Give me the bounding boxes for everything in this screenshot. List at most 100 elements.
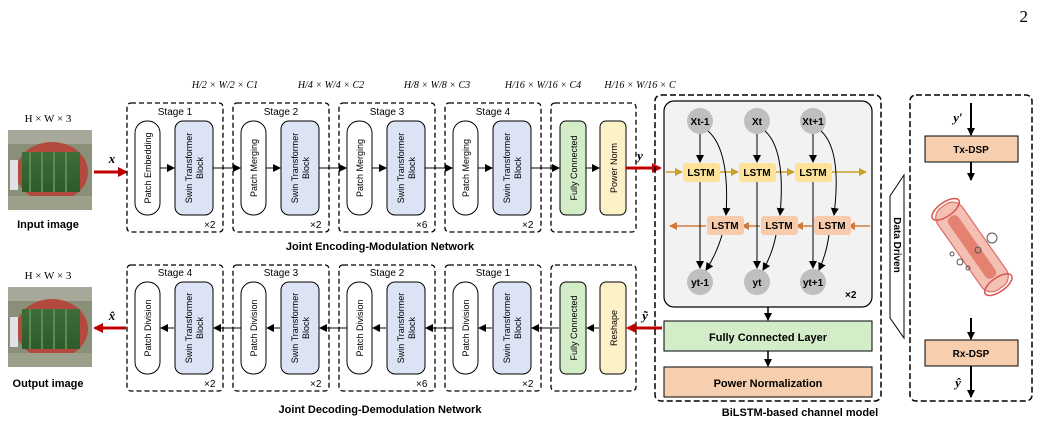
dec-stage-3-label: Stage 3 <box>264 268 299 279</box>
data-driven-indicator: Data Driven <box>889 173 905 340</box>
bwd-out-2 <box>762 234 777 271</box>
power-normalization <box>663 366 873 398</box>
channel-model: Xt-1 Xt Xt+1 LSTM LSTM LSTM LSTM LSTM LS… <box>654 94 882 419</box>
enc-power-norm-label: Power Norm <box>609 143 619 193</box>
fiber-icon <box>931 197 1013 297</box>
encoder-dim-3: H/8 × W/8 × C3 <box>403 80 470 91</box>
enc-stage-4-second-label: Swin TransformerBlock <box>502 133 523 204</box>
encoder-network: H/2 × W/2 × C1 H/4 × W/4 × C2 H/8 × W/8 … <box>126 80 676 253</box>
in-curve-1 <box>707 130 731 216</box>
bwd-out-3 <box>818 234 830 271</box>
output-node-2 <box>744 269 770 295</box>
dec-stage-2-second-label: Swin TransformerBlock <box>396 293 417 364</box>
bwd-lstm-2 <box>761 216 798 235</box>
physical-channel: y′ Tx-DSP Rx-DSP ŷ <box>909 94 1033 402</box>
dec-stage-3-second <box>280 281 320 375</box>
dec-fc-label: Fully Connected <box>569 295 579 360</box>
enc-stage-2-second-label: Swin TransformerBlock <box>290 133 311 204</box>
enc-stage-1-second <box>174 120 214 216</box>
fc-layer <box>663 320 873 352</box>
dec-stage-1-first-label: Patch Division <box>461 299 471 356</box>
decoder-network: Stage 4 Patch Division Swin TransformerB… <box>126 264 637 416</box>
dec-stage-3-first-label: Patch Division <box>249 299 259 356</box>
bwd-lstm-3 <box>814 216 851 235</box>
fwd-lstm-2 <box>739 163 776 182</box>
dec-reshape-label: Reshape <box>609 310 619 346</box>
input-node-3 <box>800 108 826 134</box>
dec-stage-4-label: Stage 4 <box>158 268 193 279</box>
enc-fc-label: Fully Connected <box>569 135 579 200</box>
dec-stage-4-first-label: Patch Division <box>143 299 153 356</box>
tx-dsp-label: Tx-DSP <box>953 145 989 156</box>
input-node-1-label: Xt-1 <box>691 117 710 128</box>
bwd-lstm-2-label: LSTM <box>765 221 792 232</box>
encoder-dim-norm: H/16 × W/16 × C <box>603 80 676 91</box>
enc-stage-1-repeat: ×2 <box>204 220 216 231</box>
encoder-dim-2: H/4 × W/4 × C2 <box>297 80 364 91</box>
physical-top-signal: y′ <box>951 110 963 125</box>
dec-stage-1-second <box>492 281 532 375</box>
dec-stage-1-label: Stage 1 <box>476 268 511 279</box>
data-driven-label: Data Driven <box>891 217 902 273</box>
output-node-1-label: yt-1 <box>691 278 709 289</box>
dec-stage-3-second-label: Swin TransformerBlock <box>290 293 311 364</box>
input-node-2-label: Xt <box>752 117 763 128</box>
output-node-3-label: yt+1 <box>803 278 824 289</box>
encoder-title: Joint Encoding-Modulation Network <box>286 241 475 253</box>
output-caption: Output image <box>13 378 84 390</box>
enc-stage-4-first-label: Patch Merging <box>461 139 471 197</box>
physical-box <box>909 94 1033 402</box>
in-curve-3 <box>820 130 839 216</box>
channel-outer-box <box>654 94 882 402</box>
dec-stage-4-second-label: Swin TransformerBlock <box>184 293 205 364</box>
output-node-3 <box>800 269 826 295</box>
fwd-lstm-3-label: LSTM <box>799 168 826 179</box>
physical-bottom-signal: ŷ <box>953 375 961 390</box>
enc-stage-4-label: Stage 4 <box>476 107 511 118</box>
input-node-3-label: Xt+1 <box>802 117 824 128</box>
dec-stage-4-repeat: ×2 <box>204 379 216 390</box>
dec-input-signal: ỹ <box>640 308 649 323</box>
fwd-lstm-1-label: LSTM <box>687 168 714 179</box>
fwd-lstm-1 <box>683 163 720 182</box>
enc-stage-2-label: Stage 2 <box>264 107 299 118</box>
input-signal: x <box>108 151 116 166</box>
dec-stage-2-label: Stage 2 <box>370 268 405 279</box>
tx-dsp <box>924 135 1019 163</box>
bwd-lstm-3-label: LSTM <box>818 221 845 232</box>
bwd-out-1 <box>705 234 723 271</box>
enc-stage-3-first-label: Patch Merging <box>355 139 365 197</box>
dec-stage-1-second-label: Swin TransformerBlock <box>502 293 523 364</box>
enc-stage-2-repeat: ×2 <box>310 220 322 231</box>
bwd-lstm-1 <box>707 216 744 235</box>
output-node-2-label: yt <box>753 278 763 289</box>
output-signal: x̂ <box>108 308 116 323</box>
decoder-title: Joint Decoding-Demodulation Network <box>279 404 483 416</box>
page-number: 2 <box>1020 7 1029 26</box>
dec-stage-2-repeat: ×6 <box>416 379 428 390</box>
output-dim-label: H × W × 3 <box>25 270 72 282</box>
enc-stage-3-label: Stage 3 <box>370 107 405 118</box>
enc-stage-3-repeat: ×6 <box>416 220 428 231</box>
encoder-dim-1: H/2 × W/2 × C1 <box>191 80 258 91</box>
fwd-lstm-3 <box>795 163 832 182</box>
dec-stage-3-repeat: ×2 <box>310 379 322 390</box>
enc-stage-1-first-label: Patch Embedding <box>143 132 153 203</box>
input-caption: Input image <box>17 219 79 231</box>
enc-stage-2-first-label: Patch Merging <box>249 139 259 197</box>
fc-layer-label: Fully Connected Layer <box>709 332 828 344</box>
enc-stage-3-second <box>386 120 426 216</box>
fwd-lstm-2-label: LSTM <box>743 168 770 179</box>
enc-stage-2-second <box>280 120 320 216</box>
power-normalization-label: Power Normalization <box>714 378 823 390</box>
channel-title: BiLSTM-based channel model <box>722 407 878 419</box>
output-image <box>8 287 92 367</box>
enc-stage-4-repeat: ×2 <box>522 220 534 231</box>
enc-output-signal: y <box>635 148 643 163</box>
bwd-lstm-1-label: LSTM <box>711 221 738 232</box>
enc-stage-1-second-label: Swin TransformerBlock <box>184 133 205 204</box>
dec-stage-4-second <box>174 281 214 375</box>
dec-stage-2-second <box>386 281 426 375</box>
output-node-1 <box>687 269 713 295</box>
